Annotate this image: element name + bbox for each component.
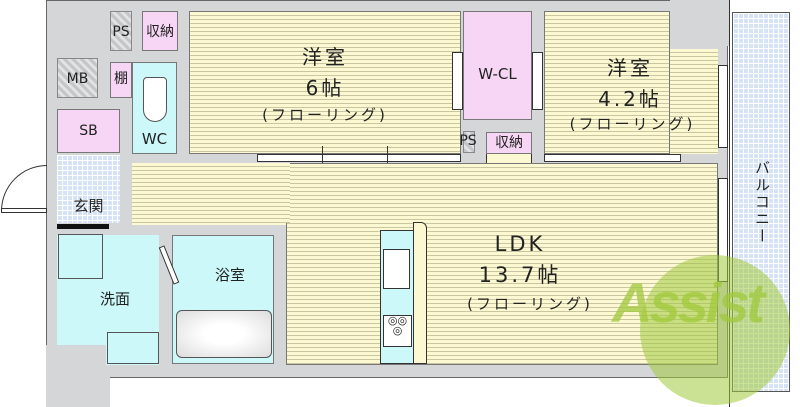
western-room-4-2-name: 洋室 — [607, 56, 653, 80]
western-room-6-floor: (フローリング) — [262, 106, 388, 124]
storage-1-label: 収納 — [146, 24, 174, 40]
pipe-space-1-label: PS — [112, 24, 130, 40]
western-room-6 — [189, 11, 461, 154]
door-divider — [322, 146, 323, 168]
ldk-hall-join — [160, 163, 290, 223]
ldk-name: LDK — [494, 232, 546, 256]
front-door-swing[interactable] — [1, 165, 47, 211]
walk-in-closet — [463, 11, 532, 120]
walk-in-closet-label: W-CL — [478, 65, 517, 83]
entrance-step — [57, 224, 109, 229]
wall-notch-bottom-left — [46, 370, 110, 407]
ldk-floor: (フローリング) — [467, 295, 593, 313]
western-room-4-2-size: 4.2帖 — [598, 87, 662, 111]
toilet-bowl-icon — [143, 77, 167, 122]
meter-box-label: MB — [66, 71, 89, 87]
shelf — [110, 62, 132, 98]
western-room-6-size: 6帖 — [305, 76, 345, 100]
pipe-space-1 — [110, 11, 132, 51]
ldk-size: 13.7帖 — [478, 263, 562, 287]
storage-2-label: 収納 — [495, 135, 523, 151]
front-door[interactable] — [1, 208, 47, 213]
bathtub-icon — [176, 310, 272, 358]
pipe-space-2-label: PS — [459, 133, 477, 149]
kitchen-sink-icon — [383, 249, 410, 289]
watermark-circle — [640, 255, 790, 405]
outside-notch-top-right — [670, 0, 729, 46]
washroom-label: 洗面 — [99, 290, 130, 308]
entrance-label: 玄関 — [73, 197, 104, 215]
watermark-text: Assist — [612, 271, 765, 334]
wcl-right-door[interactable] — [532, 52, 543, 110]
western-room-4-2-ext — [670, 49, 718, 154]
door-divider — [387, 146, 388, 168]
western-room-4-2-floor: (フローリング) — [569, 115, 696, 133]
western-room-4-2-sliding-door[interactable] — [544, 154, 681, 162]
western-room-4-2-window[interactable] — [718, 65, 728, 148]
wall-notch-washroom — [46, 345, 106, 370]
western-room-6-sliding-door[interactable] — [257, 154, 461, 162]
western-room-4-2 — [544, 11, 670, 154]
bathroom-label: 浴室 — [214, 266, 245, 284]
storage-1 — [142, 11, 178, 51]
wash-basin-icon — [107, 332, 159, 364]
balcony-label: バルコニー — [753, 160, 771, 245]
entrance — [57, 155, 120, 223]
western-room-6-name: 洋室 — [302, 45, 348, 69]
wcl-left-door[interactable] — [452, 52, 463, 110]
shelf-label: 棚 — [114, 71, 128, 87]
shoe-box — [57, 109, 120, 153]
toilet-label: WC — [141, 130, 168, 148]
kitchen-back-counter — [413, 222, 427, 364]
washing-machine-space — [58, 234, 103, 279]
shoe-box-label: SB — [79, 123, 98, 139]
pipe-space-2 — [463, 131, 475, 153]
stove-icon: ◎◎◎ — [383, 315, 412, 347]
meter-box — [57, 58, 98, 98]
